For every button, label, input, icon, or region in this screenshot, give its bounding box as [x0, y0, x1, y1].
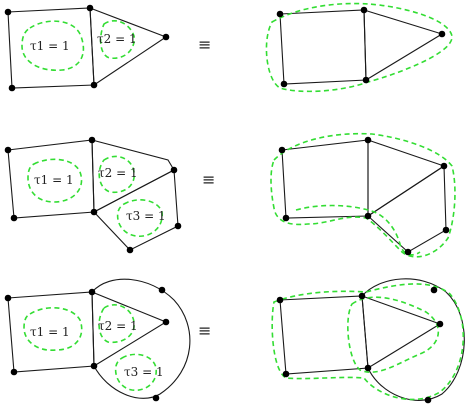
face-2 — [89, 7, 168, 86]
node — [364, 136, 372, 144]
node — [364, 212, 372, 220]
node — [162, 318, 170, 326]
tau2-cycle — [98, 155, 135, 194]
node — [404, 248, 412, 256]
node — [430, 286, 438, 294]
node — [424, 396, 432, 404]
node — [4, 8, 12, 16]
node — [360, 6, 368, 14]
face-2 — [361, 295, 442, 369]
node — [442, 226, 450, 234]
face-2 — [367, 139, 446, 218]
row-2-left-graph: τ1 = 1 τ2 = 1 τ3 = 1 — [4, 136, 182, 254]
node — [158, 286, 166, 294]
node — [438, 30, 446, 38]
node — [152, 394, 160, 402]
node — [170, 166, 178, 174]
node — [362, 76, 370, 84]
outer-arc — [91, 278, 191, 399]
face-2 — [91, 291, 168, 367]
tau1-cycle — [27, 158, 83, 203]
face-3 — [367, 165, 447, 253]
node — [8, 84, 16, 92]
tau1-label: τ1 = 1 — [30, 325, 70, 339]
tau2-label: τ2 = 1 — [98, 319, 138, 333]
tau3-label: τ3 = 1 — [126, 209, 166, 223]
node — [88, 136, 96, 144]
node — [90, 81, 98, 89]
tau2-cycle — [99, 20, 135, 60]
node — [436, 320, 444, 328]
face-2 — [363, 9, 444, 81]
tau3-cycle — [114, 353, 157, 392]
node — [440, 162, 448, 170]
row-3-right-graph — [271, 278, 465, 404]
row-1: τ1 = 1 τ2 = 1 ≡ — [4, 2, 453, 93]
equivalence-symbol: ≡ — [198, 321, 211, 340]
outer-arc — [361, 278, 465, 401]
node — [282, 214, 290, 222]
node — [88, 288, 96, 296]
node — [358, 292, 366, 300]
node — [10, 368, 18, 376]
node — [364, 364, 372, 372]
outer-cycle — [270, 132, 456, 258]
node — [278, 146, 286, 154]
row-2: τ1 = 1 τ2 = 1 τ3 = 1 ≡ — [4, 132, 456, 258]
tau2-label: τ2 = 1 — [97, 32, 137, 46]
tau1-label: τ1 = 1 — [34, 173, 74, 187]
node — [174, 222, 182, 230]
node — [90, 362, 98, 370]
node — [4, 294, 12, 302]
node — [276, 10, 284, 18]
face-1 — [279, 9, 367, 85]
row-3: τ1 = 1 τ2 = 1 τ3 = 1 ≡ — [4, 278, 465, 404]
inner-cycle — [347, 296, 440, 373]
row-2-right-graph — [270, 132, 456, 258]
tau3-label: τ3 = 1 — [124, 365, 164, 379]
row-1-right-graph — [265, 2, 453, 93]
node — [86, 4, 94, 12]
node — [282, 370, 290, 378]
node — [126, 246, 134, 254]
tau2-cycle — [98, 304, 135, 344]
node — [90, 208, 98, 216]
tau1-cycle — [21, 20, 85, 71]
node — [162, 33, 170, 41]
inner-cycle — [295, 204, 421, 256]
outer-cycle — [265, 2, 453, 93]
equivalence-symbol: ≡ — [198, 35, 211, 54]
node — [276, 296, 284, 304]
node — [4, 146, 12, 154]
row-1-left-graph: τ1 = 1 τ2 = 1 — [4, 4, 170, 92]
tau2-label: τ2 = 1 — [98, 166, 138, 180]
row-3-left-graph: τ1 = 1 τ2 = 1 τ3 = 1 — [4, 278, 191, 402]
equivalence-symbol: ≡ — [202, 170, 215, 189]
node — [10, 214, 18, 222]
tau1-label: τ1 = 1 — [30, 39, 70, 53]
node — [280, 80, 288, 88]
tau3-cycle — [116, 199, 163, 237]
